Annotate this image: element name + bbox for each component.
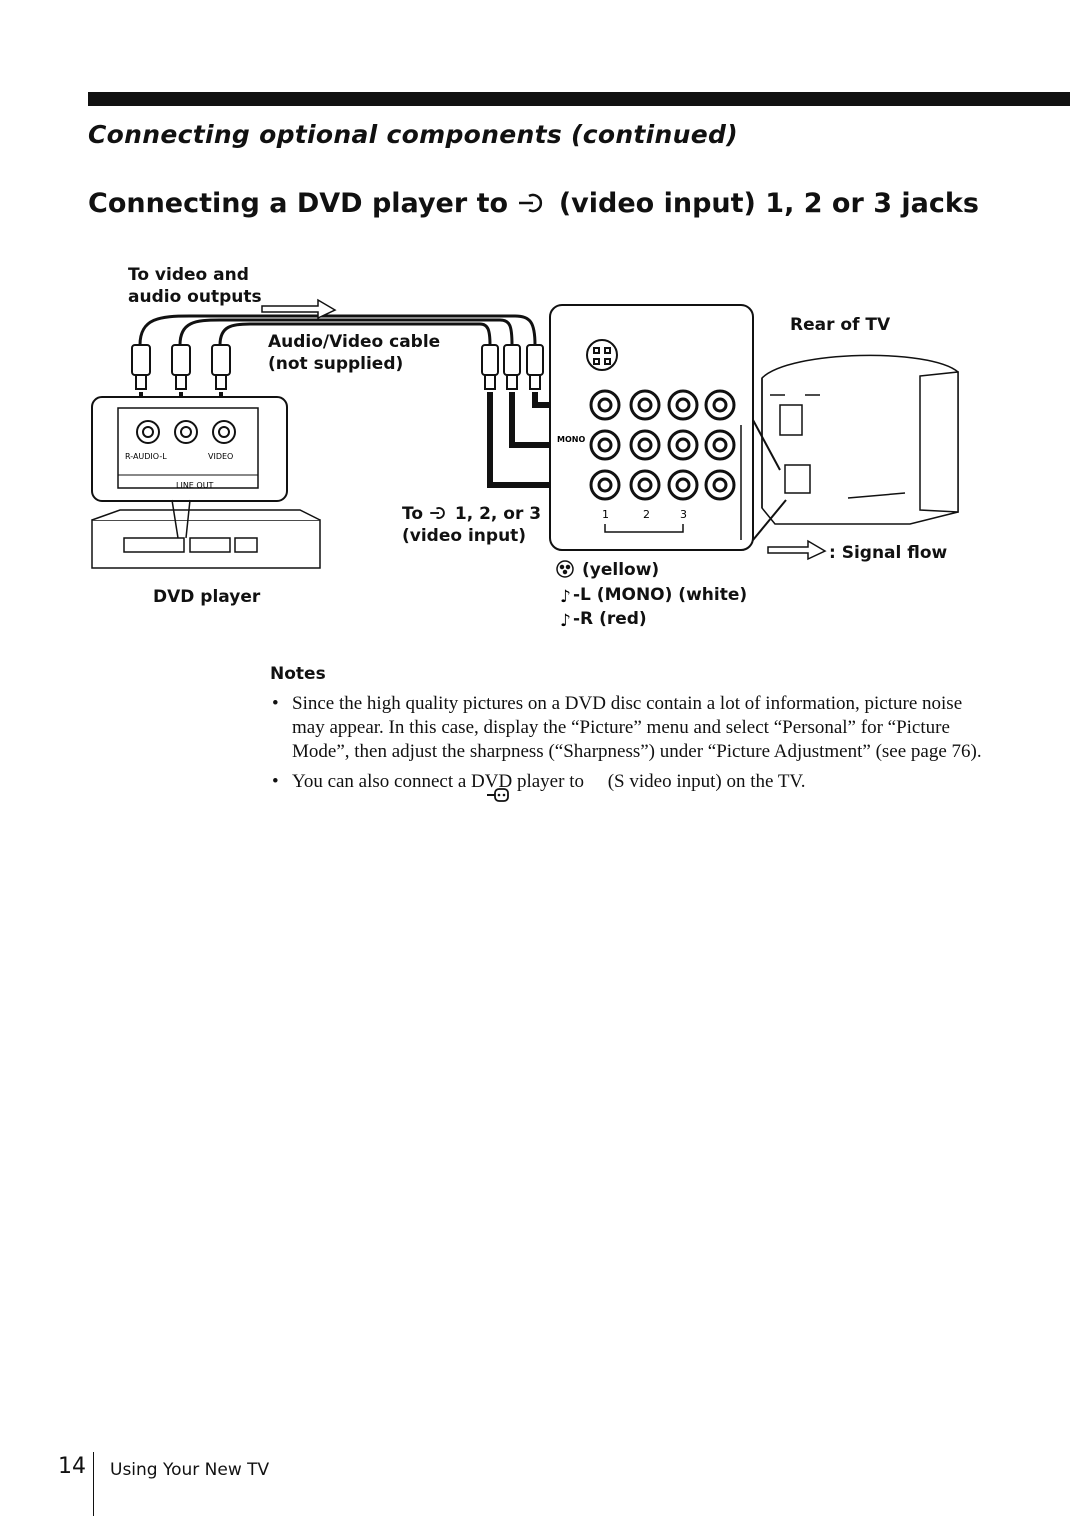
footer-rule <box>93 1452 94 1516</box>
s-video-input-icon <box>487 788 509 802</box>
dvd-output-jacks <box>136 420 236 444</box>
label-outputs-line1: To video and <box>128 265 249 285</box>
page-number: 14 <box>58 1454 86 1479</box>
legend-right-red: -R (red) <box>573 609 647 629</box>
tv-rca-jacks <box>589 389 736 501</box>
av-cable <box>138 314 537 346</box>
label-cable-line1: Audio/Video cable <box>268 332 441 352</box>
note-item: Since the high quality pictures on a DVD… <box>270 692 990 764</box>
s-video-jack <box>586 339 618 371</box>
jack-number-3: 3 <box>680 508 687 521</box>
legend-audio-r-icon: ♪ <box>560 611 571 631</box>
mono-jack-label: MONO <box>557 435 585 444</box>
page-heading: Connecting a DVD player to (video input)… <box>88 188 979 219</box>
notes-heading: Notes <box>270 664 326 684</box>
dvd-video-label: VIDEO <box>208 452 233 461</box>
label-dvd-player: DVD player <box>153 587 261 607</box>
legend-yellow-video-icon <box>556 560 574 578</box>
label-video-input: (video input) <box>402 526 527 546</box>
heading-text-before: Connecting a DVD player to <box>88 188 509 219</box>
top-rule <box>88 92 1070 106</box>
legend-audio-l-icon: ♪ <box>560 587 571 607</box>
dvd-line-out-label: LINE OUT <box>176 481 214 490</box>
tv-rear-illustration <box>752 354 959 541</box>
heading-text-after: (video input) 1, 2 or 3 jacks <box>558 188 979 219</box>
tv-jack-panel <box>549 304 754 551</box>
label-cable-line2: (not supplied) <box>268 354 404 374</box>
label-outputs-line2: audio outputs <box>128 287 262 307</box>
dvd-r-audio-l-label: R-AUDIO-L <box>125 452 167 461</box>
note-item: You can also connect a DVD player to (S … <box>270 770 990 794</box>
footer-section-name: Using Your New TV <box>110 1460 270 1480</box>
jack-number-2: 2 <box>643 508 650 521</box>
label-to-suffix: 1, 2, or 3 <box>454 504 542 524</box>
tv-side-plugs <box>481 344 544 390</box>
signal-flow-arrow-top <box>261 298 337 320</box>
jack-number-1: 1 <box>602 508 609 521</box>
notes-list: Since the high quality pictures on a DVD… <box>270 692 990 800</box>
signal-flow-arrow-legend <box>767 539 827 561</box>
label-to-prefix: To <box>402 504 424 524</box>
video-input-icon-small <box>430 507 445 519</box>
section-title: Connecting optional components (continue… <box>88 120 738 149</box>
label-rear-of-tv: Rear of TV <box>790 315 891 335</box>
dvd-player-illustration <box>91 499 321 569</box>
connection-diagram: R-AUDIO-L VIDEO LINE OUT MONO 1 2 <box>91 298 959 631</box>
video-input-icon <box>519 193 543 213</box>
label-signal-flow: : Signal flow <box>829 543 948 563</box>
dvd-panel-inner <box>117 407 259 489</box>
label-to-video-input: To 1, 2, or 3 <box>402 503 541 525</box>
legend-left-mono-white: -L (MONO) (white) <box>573 585 748 605</box>
dvd-side-plugs <box>131 344 231 390</box>
legend-yellow: (yellow) <box>582 560 660 580</box>
